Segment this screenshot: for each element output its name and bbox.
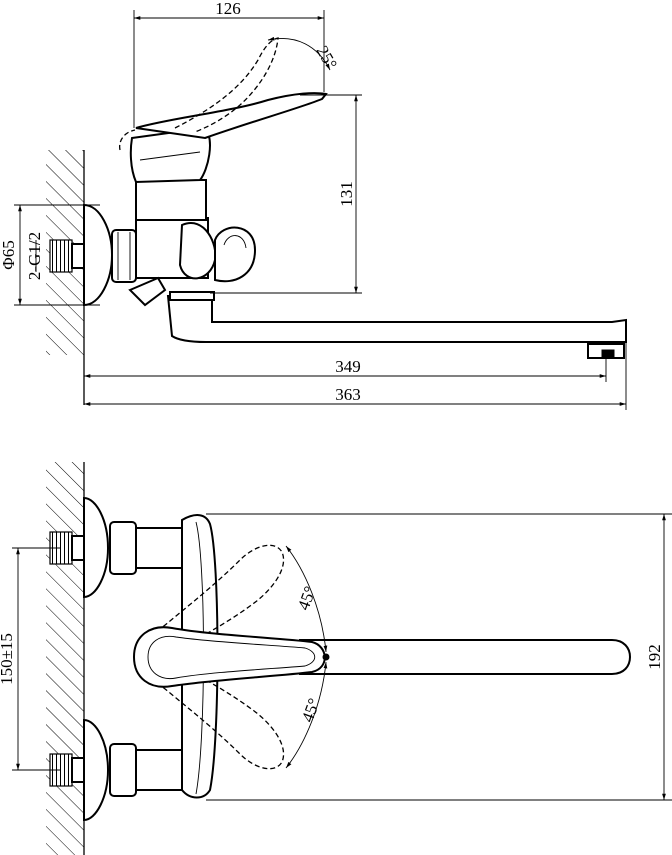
handle-rot-upper: [144, 544, 285, 661]
wall-flange: [83, 203, 114, 307]
angle-45-lower: 45°: [298, 696, 324, 725]
dim-126: 126: [215, 0, 241, 18]
dim-363: 363: [335, 385, 361, 404]
angle-45-upper: 45°: [294, 584, 320, 613]
angle-25: 25°: [313, 43, 341, 73]
dim-131: 131: [337, 181, 356, 207]
handle-rot-lower: [144, 653, 285, 770]
knurled-connector-top: [49, 239, 73, 273]
wall-hatch-bottom: [46, 462, 84, 855]
spout-top: [166, 295, 627, 343]
eccentric-nut: [111, 229, 137, 283]
dim-349: 349: [335, 357, 361, 376]
dim-diameter: Φ65: [0, 240, 18, 269]
spout-plan: [299, 639, 632, 675]
dim-192: 192: [645, 644, 664, 670]
small-lever: [128, 276, 167, 307]
side-view: 126 25° 131 Φ65 2-G1/2 349 363: [0, 0, 627, 410]
dim-150: 150±15: [0, 633, 16, 685]
diverter-knob: [214, 226, 257, 283]
dim-thread: 2-G1/2: [25, 232, 44, 280]
handle-lever: [135, 92, 328, 140]
plan-view: 45° 45° 150±15 192: [0, 462, 672, 855]
